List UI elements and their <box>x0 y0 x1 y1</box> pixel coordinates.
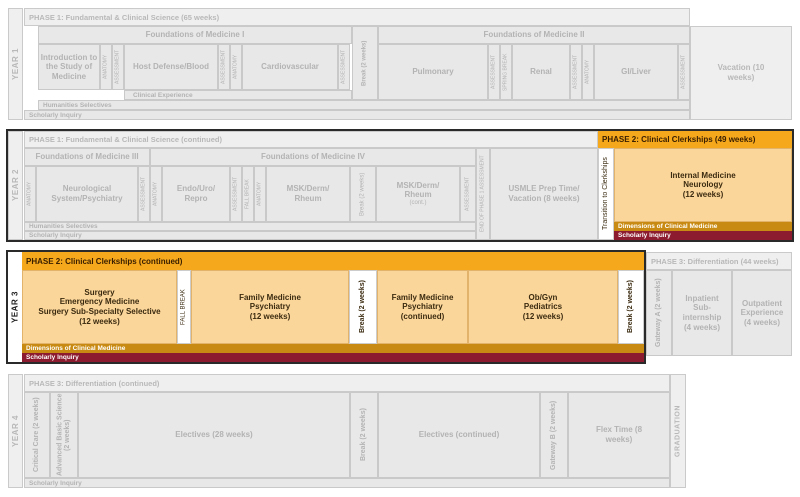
y2-anatomy-3: ANATOMY <box>254 166 266 222</box>
y4-break-block: Break (2 weeks) <box>350 392 378 478</box>
clinical-experience-bar: Clinical Experience <box>124 90 352 100</box>
year3-phase-header: PHASE 2: Clinical Clerkships (continued) <box>22 252 644 270</box>
electives-block: Electives (28 weeks) <box>78 392 350 478</box>
year2-phase-header: PHASE 1: Fundamental & Clinical Science … <box>24 131 598 148</box>
y2-scholarly-maroon-bar: Scholarly Inquiry <box>614 231 792 240</box>
y2-anatomy-1: ANATOMY <box>24 166 36 222</box>
ob-line1: Ob/Gyn <box>528 292 558 302</box>
gi-liver-block: GI/Liver <box>594 44 678 100</box>
y2-assessment-2: ASSESSMENT <box>230 166 242 222</box>
year4-label: YEAR 4 <box>8 374 23 488</box>
y1-assessment-1: ASSESSMENT <box>112 44 124 90</box>
year3-frame <box>6 250 646 364</box>
usmle-prep-block: USMLE Prep Time/ Vacation (8 weeks) <box>490 148 598 240</box>
y3-fall-break: FALL BREAK <box>177 270 191 344</box>
ob-line3: (12 weeks) <box>522 311 564 321</box>
fm-line2: Psychiatry <box>249 302 291 312</box>
msk-derm-rheum-block: MSK/Derm/ Rheum <box>266 166 350 222</box>
critical-care-block: Critical Care (2 weeks) <box>24 392 50 478</box>
y2-assessment-3: ASSESSMENT <box>460 166 476 222</box>
advanced-basic-science-block: Advanced Basic Science (2 weeks) <box>50 392 78 478</box>
y1-assessment-2: ASSESSMENT <box>218 44 230 90</box>
y3-scholarly-maroon-bar: Scholarly Inquiry <box>22 353 644 362</box>
y1-break-block: Break (2 weeks) <box>352 26 378 100</box>
year3-label: YEAR 3 <box>8 252 22 362</box>
fom2-header: Foundations of Medicine II <box>378 26 690 44</box>
y2-break-block: Break (2 weeks) <box>350 166 376 222</box>
y1-humanities-bar: Humanities Selectives <box>38 100 690 110</box>
surg-line3: Surgery Sub-Specialty Selective <box>38 307 161 316</box>
inpatient-subinternship-block: Inpatient Sub-internship (4 weeks) <box>672 270 732 356</box>
fom4-header: Foundations of Medicine IV <box>150 148 476 166</box>
year1-label: YEAR 1 <box>8 8 23 120</box>
msk2-label: MSK/Derm/ Rheum <box>396 180 440 200</box>
fom3-header: Foundations of Medicine III <box>24 148 150 166</box>
y1-anatomy-3: ANATOMY <box>582 44 594 100</box>
y1-anatomy-1: ANATOMY <box>100 44 112 90</box>
surg-line2: Emergency Medicine <box>59 297 140 307</box>
flex-time-block: Flex Time (8 weeks) <box>568 392 670 478</box>
year2-frame <box>6 129 794 242</box>
year1-phase-header: PHASE 1: Fundamental & Clinical Science … <box>24 8 690 26</box>
graduation-label: GRADUATION <box>670 374 686 488</box>
intro-block: Introduction to the Study of Medicine <box>38 44 100 90</box>
electives-continued-block: Electives (continued) <box>378 392 540 478</box>
msk2-cont-label: (cont.) <box>409 200 427 206</box>
im-line1: Internal Medicine <box>670 170 736 180</box>
fm2-line1: Family Medicine <box>391 292 454 302</box>
fm-line3: (12 weeks) <box>249 311 291 321</box>
spring-break-block: SPRING BREAK <box>500 44 512 100</box>
endo-uro-repro-block: Endo/Uro/ Repro <box>162 166 230 222</box>
y1-scholarly-bar: Scholarly Inquiry <box>24 110 690 120</box>
im-line2: Neurology <box>683 180 723 190</box>
pulmonary-block: Pulmonary <box>378 44 488 100</box>
y1-assessment-5: ASSESSMENT <box>570 44 582 100</box>
y2-assessment-1: ASSESSMENT <box>138 166 150 222</box>
y2-scholarly-bar: Scholarly Inquiry <box>24 231 476 240</box>
fm-line1: Family Medicine <box>239 292 301 302</box>
y3-break-block-2: Break (2 weeks) <box>618 270 644 344</box>
y1-anatomy-2: ANATOMY <box>230 44 242 90</box>
y1-assessment-4: ASSESSMENT <box>488 44 500 100</box>
y2-humanities-bar: Humanities Selectives <box>24 222 476 231</box>
year2-label: YEAR 2 <box>8 131 23 240</box>
y2-anatomy-2: ANATOMY <box>150 166 162 222</box>
year3-phase3-header: PHASE 3: Differentiation (44 weeks) <box>646 252 792 270</box>
y1-assessment-3: ASSESSMENT <box>338 44 350 90</box>
cardiovascular-block: Cardiovascular <box>242 44 338 90</box>
y1-assessment-6: ASSESSMENT <box>678 44 690 100</box>
host-defense-block: Host Defense/Blood <box>124 44 218 90</box>
year2-phase2-header: PHASE 2: Clinical Clerkships (49 weeks) <box>598 131 792 148</box>
surg-line1: Surgery <box>84 287 115 297</box>
neuro-psych-block: Neurological System/Psychiatry <box>36 166 138 222</box>
end-phase1-assessment: END OF PHASE 1 ASSESSMENT <box>476 148 490 240</box>
fm2-line2: Psychiatry <box>402 302 443 312</box>
fm2-line3: (continued) <box>400 311 445 321</box>
msk-derm-rheum-cont-block: MSK/Derm/ Rheum (cont.) <box>376 166 460 222</box>
outpatient-experience-block: Outpatient Experience (4 weeks) <box>732 270 792 356</box>
y3-break-block-1: Break (2 weeks) <box>349 270 377 344</box>
y4-scholarly-bar: Scholarly Inquiry <box>24 478 670 488</box>
obgyn-pediatrics-block: Ob/Gyn Pediatrics (12 weeks) <box>468 270 618 344</box>
surg-line4: (12 weeks) <box>79 316 120 326</box>
family-medicine-cont-block: Family Medicine Psychiatry (continued) <box>377 270 468 344</box>
im-line3: (12 weeks) <box>682 189 724 199</box>
y2-fall-break: FALL BREAK <box>242 166 254 222</box>
y2-dimensions-bar: Dimensions of Clinical Medicine <box>614 222 792 231</box>
gateway-a-block: Gateway A (2 weeks) <box>646 270 672 356</box>
year4-phase-header: PHASE 3: Differentiation (continued) <box>24 374 670 392</box>
surgery-block: Surgery Emergency Medicine Surgery Sub-S… <box>22 270 177 344</box>
internal-medicine-block: Internal Medicine Neurology (12 weeks) <box>614 148 792 222</box>
y3-dimensions-bar: Dimensions of Clinical Medicine <box>22 344 644 353</box>
transition-clerkships: Transition to Clerkships <box>598 148 614 240</box>
fom1-header: Foundations of Medicine I <box>38 26 352 44</box>
family-medicine-block: Family Medicine Psychiatry (12 weeks) <box>191 270 349 344</box>
vacation-block: Vacation (10 weeks) <box>690 26 792 120</box>
renal-block: Renal <box>512 44 570 100</box>
ob-line2: Pediatrics <box>523 302 563 312</box>
gateway-b-block: Gateway B (2 weeks) <box>540 392 568 478</box>
